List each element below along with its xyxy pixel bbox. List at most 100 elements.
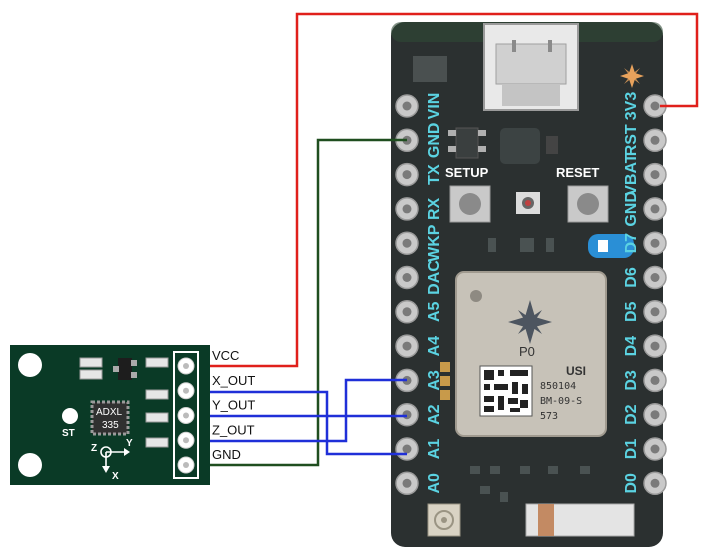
setup-button[interactable] xyxy=(449,185,491,223)
pin-hole xyxy=(650,478,660,488)
board-ic xyxy=(500,128,540,164)
pin-hole xyxy=(402,444,412,454)
pin-hole xyxy=(650,204,660,214)
sensor-smd xyxy=(79,357,169,448)
sensor-header-outline xyxy=(173,351,199,479)
reset-button[interactable] xyxy=(567,185,609,223)
d7-led-icon xyxy=(588,234,634,258)
pin-hole xyxy=(402,307,412,317)
sensor-pin-hole xyxy=(183,363,189,369)
wire-label-z-out: Z_OUT xyxy=(212,422,255,437)
module-line2: BM-09-S xyxy=(540,396,582,407)
sensor-pin-header xyxy=(177,357,195,474)
module-dot xyxy=(470,290,482,302)
smd-components xyxy=(470,238,590,502)
sensor-pin-hole xyxy=(183,437,189,444)
pin-label-left-wkp: WKP xyxy=(426,224,443,262)
pin-hole xyxy=(402,101,412,111)
pin-label-right-rst: RST xyxy=(623,124,640,156)
pin-label-right-d7: D7 xyxy=(623,233,640,254)
pin-hole xyxy=(402,204,412,214)
setup-label: SETUP xyxy=(445,165,489,180)
st-label: ST xyxy=(62,428,75,439)
pin-hole xyxy=(650,410,660,420)
pin-hole xyxy=(402,341,412,351)
wire-label-y-out: Y_OUT xyxy=(212,398,255,413)
mounting-hole xyxy=(18,453,42,477)
pin-label-right-3v3: 3V3 xyxy=(623,92,640,121)
pin-label-right-gnd: GND xyxy=(623,191,640,227)
sensor-pin-hole xyxy=(183,412,189,419)
pin-label-left-a4: A4 xyxy=(426,336,443,357)
adxl335-sensor: ST ADXL 335 Z Y X xyxy=(10,345,210,485)
pin-label-left-a2: A2 xyxy=(426,404,443,425)
particle-logo-icon xyxy=(620,64,644,88)
p0-module: P0 USI 850104 BM-09-S 573 xyxy=(455,271,607,437)
wire-label-x-out: X_OUT xyxy=(212,373,255,388)
antenna-connector-icon xyxy=(427,503,461,537)
module-line3: 573 xyxy=(540,411,558,422)
sensor-pin-hole xyxy=(183,462,189,468)
module-line1: 850104 xyxy=(540,381,576,392)
rgb-led-icon xyxy=(516,192,540,214)
board-component xyxy=(413,56,447,82)
sensor-pin-hole xyxy=(183,387,189,394)
pin-hole xyxy=(650,135,660,145)
pin-label-right-d5: D5 xyxy=(623,301,640,322)
pin-hole xyxy=(650,307,660,317)
chip-label: ADXL xyxy=(96,407,123,418)
pin-label-right-d4: D4 xyxy=(623,336,640,357)
pin-hole xyxy=(650,375,660,385)
particle-star-icon xyxy=(508,300,552,344)
gnd-wire xyxy=(210,138,407,467)
pin-label-right-d3: D3 xyxy=(623,370,640,391)
z-out-wire xyxy=(210,378,407,443)
pin-hole xyxy=(402,238,412,248)
pin-hole xyxy=(650,101,660,111)
pin-label-left-tx: TX xyxy=(426,164,443,185)
pin-label-left-vin: VIN xyxy=(426,93,443,120)
x-out-wire xyxy=(210,390,407,456)
axis-icon: Z Y X xyxy=(91,438,133,482)
pin-hole xyxy=(650,444,660,454)
pin-label-right-d0: D0 xyxy=(623,473,640,494)
pin-label-left-gnd: GND xyxy=(426,123,443,159)
chip-number: 335 xyxy=(102,420,119,431)
module-brand: USI xyxy=(566,364,586,378)
pin-label-left-a0: A0 xyxy=(426,473,443,494)
module-pads xyxy=(440,362,450,400)
pin-label-left-dac: DAC xyxy=(426,260,443,295)
wire-labels: VCC X_OUT Y_OUT Z_OUT GND xyxy=(212,348,255,462)
usb-connector xyxy=(483,23,579,111)
pin-label-right-d6: D6 xyxy=(623,267,640,288)
board-smd xyxy=(546,136,558,154)
reset-label: RESET xyxy=(556,165,599,180)
chip-antenna xyxy=(525,503,635,537)
pin-hole xyxy=(650,273,660,282)
st-pad xyxy=(62,408,78,424)
pin-hole xyxy=(402,273,412,282)
pin-label-left-a5: A5 xyxy=(426,301,443,322)
pin-label-right-d2: D2 xyxy=(623,404,640,425)
qr-code-icon xyxy=(479,365,533,417)
wire-label-vcc: VCC xyxy=(212,348,239,363)
pin-hole xyxy=(650,238,660,248)
wire-label-gnd: GND xyxy=(212,447,241,462)
pin-label-left-a3: A3 xyxy=(426,370,443,391)
pin-label-right-vbat: VBAT xyxy=(623,153,640,196)
regulator xyxy=(448,127,486,159)
wires xyxy=(210,12,699,467)
pin-label-left-a1: A1 xyxy=(426,439,443,460)
pin-hole xyxy=(650,170,660,180)
axis-y-label: Y xyxy=(126,438,133,449)
pin-hole xyxy=(650,341,660,351)
pin-hole xyxy=(402,170,412,180)
vcc-wire xyxy=(210,12,699,368)
photon-board: SETUP RESET xyxy=(391,22,667,547)
pin-label-right-d1: D1 xyxy=(623,439,640,460)
module-name: P0 xyxy=(519,344,535,359)
adxl-chip: ADXL 335 xyxy=(90,400,130,436)
